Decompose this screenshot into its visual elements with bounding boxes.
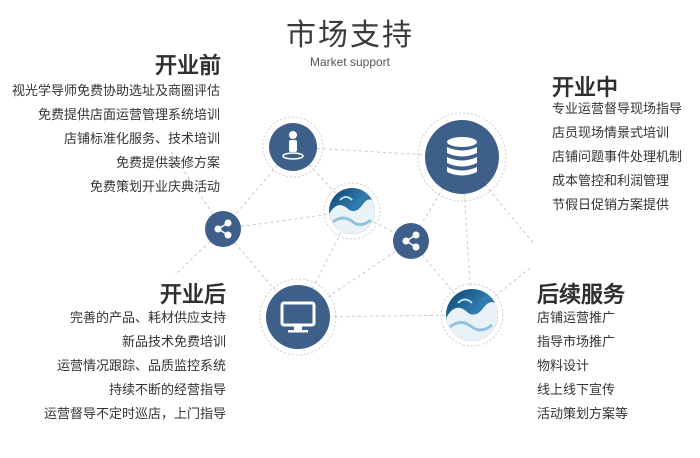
monitor-node	[259, 278, 337, 356]
monitor-icon	[280, 301, 316, 333]
person-pin-icon	[282, 131, 304, 160]
list-item: 免费提供装修方案	[115, 156, 220, 171]
list-item: 指导市场推广	[537, 335, 616, 350]
list-item: 活动策划方案等	[537, 407, 629, 422]
database-node	[417, 112, 507, 202]
list-item: 线上线下宣传	[537, 383, 616, 398]
wave-image	[446, 289, 498, 341]
before-opening-list: 视光学导师免费协助选址及商圈评估 免费提供店面运营管理系统培训 店铺标准化服务、…	[12, 80, 220, 200]
list-item: 运营情况跟踪、品质监控系统	[56, 359, 226, 374]
list-item: 物料设计	[537, 359, 590, 374]
person-node	[262, 116, 324, 178]
list-item: 节假日促销方案提供	[552, 198, 670, 213]
list-item: 免费策划开业庆典活动	[89, 180, 220, 195]
wave-node-center	[323, 182, 381, 240]
wave-node-right	[440, 283, 504, 347]
share-icon	[214, 219, 232, 239]
list-item: 视光学导师免费协助选址及商圈评估	[11, 84, 220, 99]
list-item: 完善的产品、耗材供应支持	[69, 311, 226, 326]
list-item: 持续不断的经营指导	[108, 383, 226, 398]
share-icon	[402, 231, 420, 251]
section-heading-after-opening: 开业后	[159, 283, 226, 308]
page-title: 市场支持	[286, 18, 414, 53]
list-item: 专业运营督导现场指导	[552, 102, 683, 117]
list-item: 店铺运营推广	[537, 311, 616, 326]
follow-up-list: 店铺运营推广 指导市场推广 物料设计 线上线下宣传 活动策划方案等	[537, 307, 628, 427]
list-item: 运营督导不定时巡店，上门指导	[43, 407, 226, 422]
during-opening-list: 专业运营督导现场指导 店员现场情景式培训 店铺问题事件处理机制 成本管控和利润管…	[552, 98, 682, 218]
database-icon	[447, 137, 477, 176]
list-item: 店铺标准化服务、技术培训	[63, 132, 220, 147]
list-item: 店铺问题事件处理机制	[552, 150, 683, 165]
section-heading-during-opening: 开业中	[552, 76, 619, 101]
share-node-right	[393, 223, 429, 259]
page-subtitle: Market support	[309, 55, 391, 69]
list-item: 新品技术免费培训	[121, 335, 226, 350]
list-item: 成本管控和利润管理	[552, 174, 670, 189]
list-item: 店员现场情景式培训	[552, 126, 670, 141]
section-heading-before-opening: 开业前	[154, 54, 221, 79]
wave-image	[329, 188, 375, 234]
section-heading-follow-up: 后续服务	[537, 283, 626, 308]
share-node-left	[205, 211, 241, 247]
list-item: 免费提供店面运营管理系统培训	[37, 108, 220, 123]
after-opening-list: 完善的产品、耗材供应支持 新品技术免费培训 运营情况跟踪、品质监控系统 持续不断…	[44, 307, 226, 427]
